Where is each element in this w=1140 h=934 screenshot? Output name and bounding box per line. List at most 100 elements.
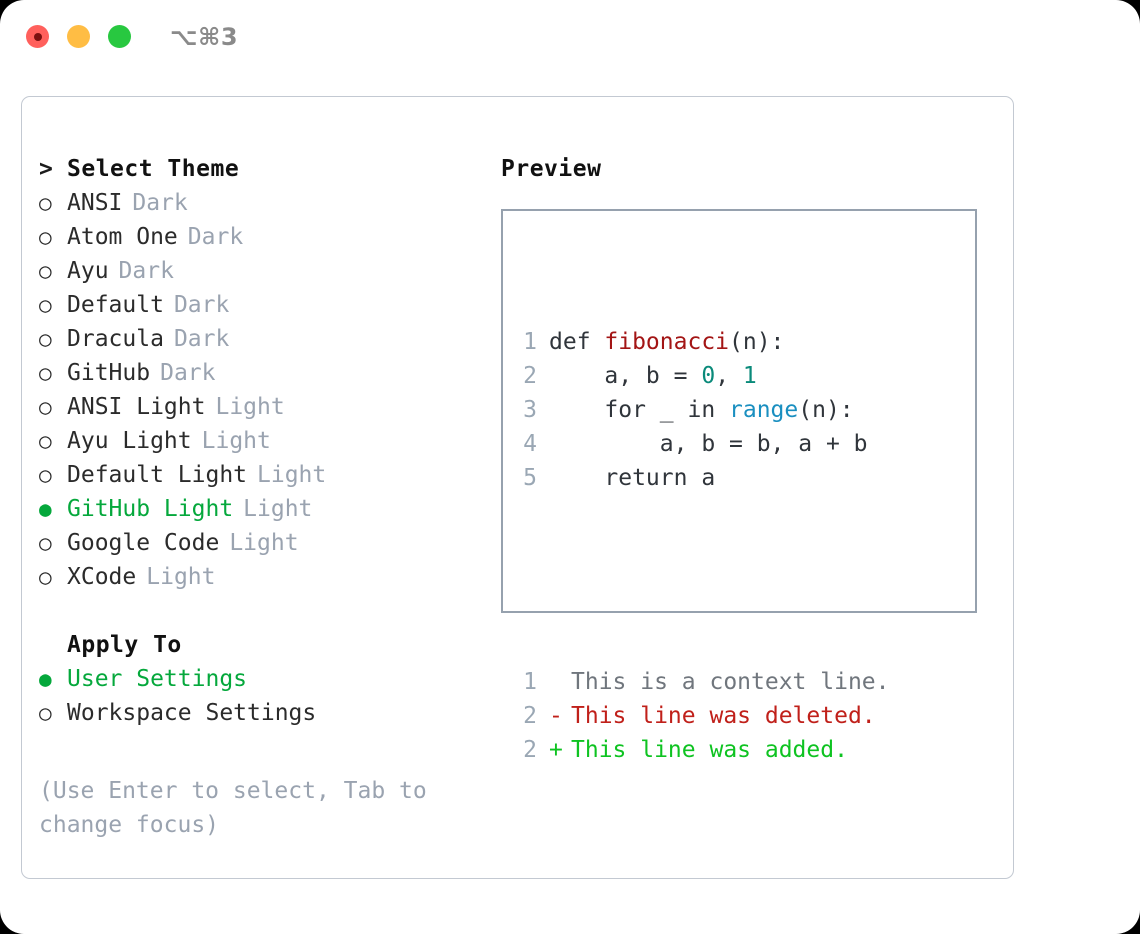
code-token-plain: a, b = b, a + b	[549, 431, 868, 457]
diff-text: This line was added.	[571, 737, 848, 763]
code-line-1: 2 a, b = 0, 1	[515, 359, 890, 393]
maximize-button[interactable]	[108, 25, 131, 48]
theme-item-3[interactable]: ○ Default Dark	[39, 288, 479, 322]
theme-item-9[interactable]: ● GitHub Light Light	[39, 492, 479, 526]
line-number: 1	[523, 329, 537, 355]
theme-item-label: ANSI Light	[67, 394, 206, 420]
theme-item-label: Dracula	[67, 326, 164, 352]
theme-item-label: GitHub Light	[67, 496, 234, 522]
theme-item-label: ANSI	[67, 190, 123, 216]
radio-unselected-icon[interactable]: ○	[39, 565, 52, 589]
code-token-call: range	[729, 397, 799, 423]
theme-item-label: Default	[67, 292, 164, 318]
theme-category-tag: Light	[229, 530, 299, 556]
theme-category-tag: Light	[257, 462, 327, 488]
hint-spacer	[39, 730, 479, 768]
radio-unselected-icon[interactable]: ○	[39, 429, 52, 453]
radio-unselected-icon[interactable]: ○	[39, 259, 52, 283]
radio-unselected-icon[interactable]: ○	[39, 395, 52, 419]
code-token-num: 0	[701, 363, 716, 389]
radio-unselected-icon[interactable]: ○	[39, 531, 52, 555]
radio-selected-icon[interactable]: ●	[39, 667, 52, 691]
radio-unselected-icon[interactable]: ○	[39, 701, 52, 725]
code-line-4: 5 return a	[515, 461, 890, 495]
code-token-plain: ,	[715, 363, 743, 389]
diff-text: This line was deleted.	[571, 703, 876, 729]
theme-category-tag: Dark	[118, 258, 174, 284]
theme-item-label: GitHub	[67, 360, 151, 386]
radio-unselected-icon[interactable]: ○	[39, 361, 52, 385]
radio-unselected-icon[interactable]: ○	[39, 293, 52, 317]
theme-item-8[interactable]: ○ Default Light Light	[39, 458, 479, 492]
window-controls	[26, 25, 131, 48]
theme-category-tag: Dark	[173, 326, 230, 352]
diff-line-ctx: 1 This is a context line.	[515, 665, 890, 699]
theme-category-tag: Light	[243, 496, 313, 522]
radio-unselected-icon[interactable]: ○	[39, 463, 52, 487]
radio-selected-icon[interactable]: ●	[39, 497, 52, 521]
diff-sign: +	[549, 737, 563, 763]
line-number: 1	[523, 669, 537, 695]
apply-to-item-1[interactable]: ○ Workspace Settings	[39, 696, 479, 730]
line-number: 2	[523, 737, 537, 763]
theme-category-tag: Dark	[132, 190, 188, 216]
code-token-plain: (n):	[729, 329, 785, 355]
radio-unselected-icon[interactable]: ○	[39, 191, 52, 215]
line-number: 2	[523, 703, 537, 729]
theme-item-10[interactable]: ○ Google Code Light	[39, 526, 479, 560]
theme-item-0[interactable]: ○ ANSI Dark	[39, 186, 479, 220]
theme-item-2[interactable]: ○ Ayu Dark	[39, 254, 479, 288]
radio-unselected-icon[interactable]: ○	[39, 225, 52, 249]
apply-to-item-label: User Settings	[67, 666, 248, 692]
diff-sign: -	[549, 703, 563, 729]
apply-to-item-label: Workspace Settings	[67, 700, 317, 726]
keyboard-hint-text: (Use Enter to select, Tab to change focu…	[39, 778, 427, 838]
code-token-num: 1	[742, 363, 757, 389]
line-number: 5	[523, 465, 537, 491]
code-diff-spacer	[515, 563, 890, 597]
theme-item-label: Default Light	[67, 462, 248, 488]
code-line-3: 4 a, b = b, a + b	[515, 427, 890, 461]
code-token-plain: a, b =	[549, 363, 702, 389]
line-number: 3	[523, 397, 537, 423]
theme-category-tag: Dark	[160, 360, 216, 386]
code-token-plain: for _ in	[549, 397, 730, 423]
theme-category-tag: Dark	[173, 292, 230, 318]
theme-item-6[interactable]: ○ ANSI Light Light	[39, 390, 479, 424]
minimize-button[interactable]	[67, 25, 90, 48]
diff-line-del: 2-This line was deleted.	[515, 699, 890, 733]
theme-item-label: Ayu	[67, 258, 109, 284]
title-bar: ⌥⌘3	[0, 0, 1140, 76]
close-button[interactable]	[26, 25, 49, 48]
diff-text: This is a context line.	[571, 669, 890, 695]
diff-sign	[549, 665, 571, 699]
section-spacer	[39, 594, 479, 628]
theme-item-5[interactable]: ○ GitHub Dark	[39, 356, 479, 390]
theme-category-tag: Light	[215, 394, 285, 420]
apply-to-list: ● User Settings ○ Workspace Settings	[39, 662, 479, 730]
prompt-caret-icon: >	[39, 156, 53, 182]
apply-to-title: Apply To	[67, 632, 182, 658]
theme-item-label: Google Code	[67, 530, 220, 556]
diff-line-add: 2 + This line was added.	[515, 733, 890, 767]
diff-lines: 1 This is a context line.2-This line was…	[515, 665, 890, 767]
keyboard-shortcut-label: ⌥⌘3	[170, 23, 239, 51]
code-token-fn: fibonacci	[604, 329, 730, 355]
theme-category-tag: Dark	[187, 224, 244, 250]
code-token-plain: (n):	[798, 397, 854, 423]
theme-item-4[interactable]: ○ Dracula Dark	[39, 322, 479, 356]
preview-title: Preview	[501, 156, 602, 182]
theme-item-label: Ayu Light	[67, 428, 192, 454]
apply-to-item-0[interactable]: ● User Settings	[39, 662, 479, 696]
theme-item-label: XCode	[67, 564, 137, 590]
radio-unselected-icon[interactable]: ○	[39, 327, 52, 351]
